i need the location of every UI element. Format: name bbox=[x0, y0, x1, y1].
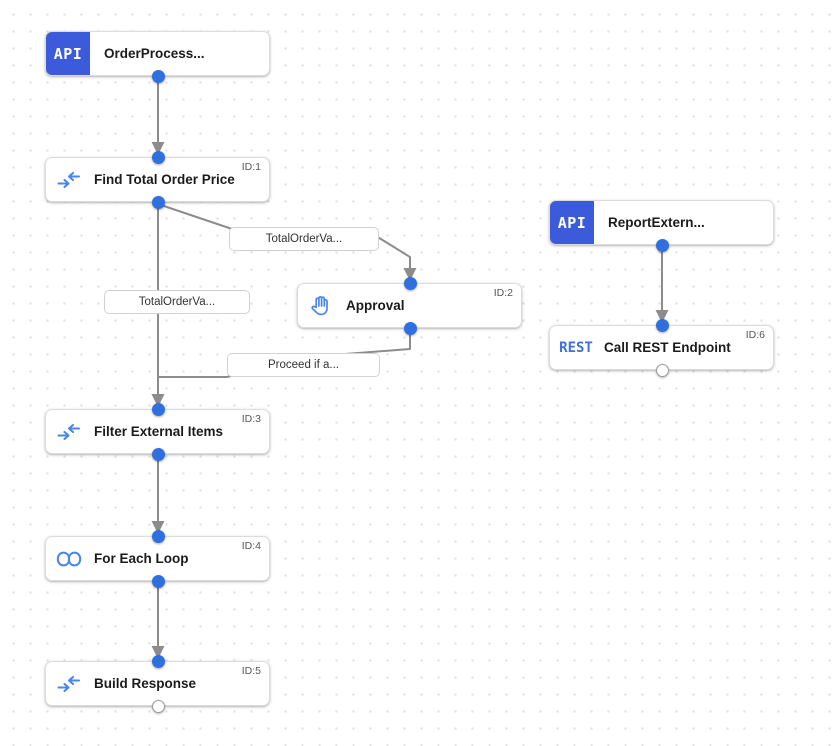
port-build-response-in[interactable] bbox=[151, 654, 165, 668]
node-title: Build Response bbox=[94, 676, 197, 691]
node-approval[interactable]: Approval ID:2 bbox=[297, 283, 522, 328]
node-report-external[interactable]: API ReportExtern... bbox=[549, 200, 774, 245]
node-id-label: ID:6 bbox=[745, 329, 765, 341]
edge-label-label-total-order-value-approval[interactable]: TotalOrderVa... bbox=[229, 227, 379, 251]
node-for-each-loop[interactable]: For Each Loop ID:4 bbox=[45, 536, 270, 581]
node-title: ReportExtern... bbox=[608, 215, 705, 230]
port-report-external-out[interactable] bbox=[655, 238, 669, 252]
node-title: For Each Loop bbox=[94, 551, 189, 566]
infinity-loop-icon bbox=[46, 549, 92, 569]
port-filter-external-items-out[interactable] bbox=[151, 447, 165, 461]
port-for-each-loop-in[interactable] bbox=[151, 529, 165, 543]
port-filter-external-items-in[interactable] bbox=[151, 402, 165, 416]
node-id-label: ID:3 bbox=[241, 413, 261, 425]
transform-merge-icon bbox=[46, 421, 92, 443]
api-badge: API bbox=[550, 201, 594, 244]
port-approval-out[interactable] bbox=[403, 321, 417, 335]
port-find-total-order-price-out[interactable] bbox=[151, 195, 165, 209]
node-id-label: ID:2 bbox=[493, 287, 513, 299]
node-title: Call REST Endpoint bbox=[604, 340, 731, 355]
port-order-process-out[interactable] bbox=[151, 69, 165, 83]
node-filter-external-items[interactable]: Filter External Items ID:3 bbox=[45, 409, 270, 454]
node-build-response[interactable]: Build Response ID:5 bbox=[45, 661, 270, 706]
edge-label-label-total-order-value-filter[interactable]: TotalOrderVa... bbox=[104, 290, 250, 314]
node-id-label: ID:4 bbox=[241, 540, 261, 552]
api-badge: API bbox=[46, 32, 90, 75]
node-title: OrderProcess... bbox=[104, 46, 205, 61]
node-order-process[interactable]: API OrderProcess... bbox=[45, 31, 270, 76]
port-find-total-order-price-in[interactable] bbox=[151, 150, 165, 164]
node-id-label: ID:1 bbox=[241, 161, 261, 173]
hand-approval-icon bbox=[298, 294, 344, 318]
port-call-rest-endpoint-in[interactable] bbox=[655, 318, 669, 332]
port-for-each-loop-out[interactable] bbox=[151, 574, 165, 588]
rest-badge: REST bbox=[559, 339, 593, 356]
node-id-label: ID:5 bbox=[241, 665, 261, 677]
edge-label-label-proceed-if-approved[interactable]: Proceed if a... bbox=[227, 353, 380, 377]
port-call-rest-endpoint-out[interactable] bbox=[655, 363, 669, 377]
port-build-response-out[interactable] bbox=[151, 699, 165, 713]
node-title: Find Total Order Price bbox=[94, 172, 235, 187]
node-title: Approval bbox=[346, 298, 405, 313]
node-call-rest-endpoint[interactable]: REST Call REST Endpoint ID:6 bbox=[549, 325, 774, 370]
node-title: Filter External Items bbox=[94, 424, 224, 439]
transform-merge-icon bbox=[46, 673, 92, 695]
transform-merge-icon bbox=[46, 169, 92, 191]
port-approval-in[interactable] bbox=[403, 276, 417, 290]
